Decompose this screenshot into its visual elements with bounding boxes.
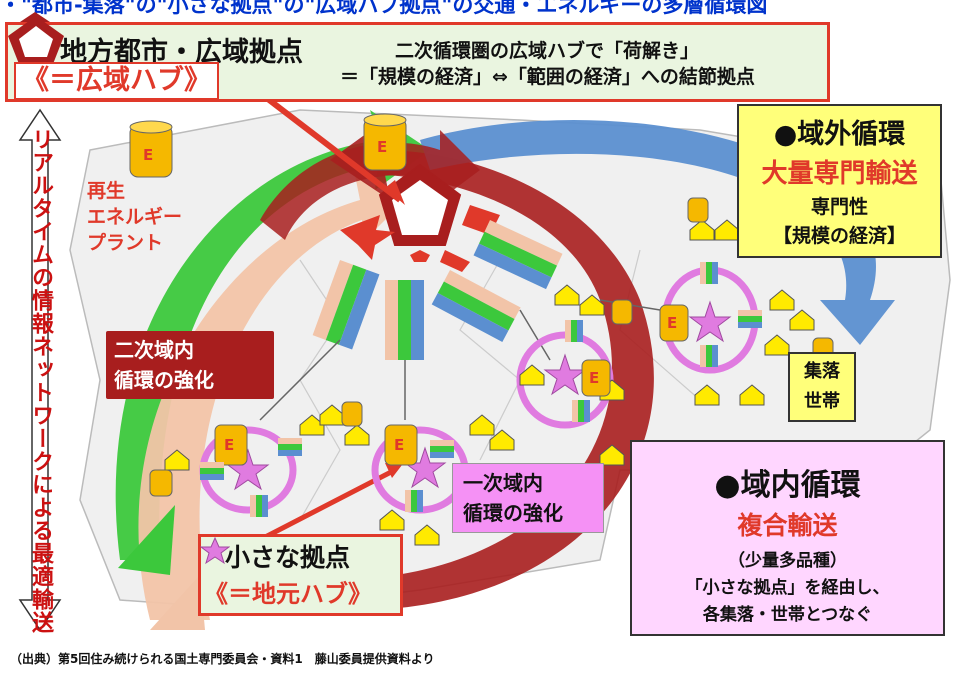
energy-tank-icon: E E E E E E [129, 113, 834, 497]
small-hub-box [198, 534, 403, 616]
plant-label-line: プラント [87, 232, 164, 254]
tank-e-label: E [667, 314, 677, 332]
plant-label-line: 再生 [87, 180, 126, 202]
tank-e-label: E [143, 146, 153, 164]
primary-circulation-label: 一次域内 循環の強化 [452, 463, 604, 533]
plant-label-line: エネルギー [87, 206, 183, 228]
small-hub-alias: 《＝地元ハブ》 [204, 580, 372, 608]
internal-cycle-heading: ●域内循環 [714, 468, 861, 503]
primary-label-line: 循環の強化 [463, 501, 563, 525]
source-citation: （出典）第5回住み続けられる国土専門委員会・資料1 藤山委員提供資料より [10, 652, 435, 666]
internal-cycle-description-line2: 各集落・世帯とつなぐ [702, 605, 873, 625]
tank-e-label: E [394, 436, 404, 454]
cargo-bar [385, 280, 424, 360]
internal-cycle-box: ●域内循環 複合輸送 （少量多品種） 「小さな拠点」を経由し、 各集落・世帯とつ… [630, 440, 945, 636]
red-arrow-in [340, 215, 395, 260]
hub-alias: 《＝広域ハブ》 [14, 62, 219, 100]
green-arrowhead [118, 505, 175, 575]
red-arrow-in [440, 250, 470, 272]
external-cycle-heading: ●域外循環 [773, 119, 906, 150]
internal-cycle-description-line1: 「小さな拠点」を経由し、 [685, 578, 890, 598]
village-label: 集落 世帯 [788, 352, 856, 422]
tank-e-label: E [589, 369, 599, 387]
hub-description-line1: 二次循環圏の広域ハブで「荷解き」 [395, 40, 700, 62]
peach-arrowhead [150, 575, 205, 630]
village-label-line: 集落 [804, 361, 840, 382]
tank-e-label: E [224, 436, 234, 454]
star-icon [200, 536, 230, 565]
hub-description-line2: ＝「規模の経済」⇔「範囲の経済」への結節拠点 [340, 66, 755, 88]
hub-pentagon-inner [392, 180, 448, 235]
small-cargo-bar [200, 262, 762, 517]
flow-arrow [519, 309, 551, 361]
primary-label-line: 一次域内 [463, 471, 543, 495]
internal-cycle-detail: （少量多品種） [728, 551, 847, 571]
dark-red-arrow [260, 130, 480, 240]
external-cycle-mode: 大量専門輸送 [761, 159, 918, 189]
red-arrow-in [410, 250, 430, 262]
pointer-arrowhead [385, 463, 402, 478]
secondary-label-line: 循環の強化 [114, 368, 214, 392]
secondary-label-line: 二次域内 [114, 338, 194, 362]
cargo-bar [312, 260, 380, 350]
village-label-line: 世帯 [804, 391, 840, 412]
small-hub-title: 小さな拠点 [225, 543, 351, 572]
internal-cycle-mode: 複合輸送 [737, 511, 838, 540]
info-network-arrow [18, 108, 62, 632]
info-network-label: リアルタイムの情報ネットワークによる最適輸送 [28, 128, 53, 634]
external-cycle-economy: 【規模の経済】 [772, 225, 906, 247]
external-cycle-feature: 専門性 [810, 196, 868, 218]
cargo-bar [473, 220, 563, 290]
external-cycle-box: ●域外循環 大量専門輸送 専門性 【規模の経済】 [737, 104, 942, 258]
cargo-bar [431, 270, 521, 342]
renewable-plant-label: 再生 エネルギー プラント [87, 178, 182, 256]
flow-arrow [259, 339, 341, 421]
hub-pentagon-icon [8, 16, 64, 64]
pointer-arrowhead [385, 180, 405, 205]
tank-e-label: E [377, 138, 387, 156]
page-title: ・"都市-集落"の"小さな拠点"の"広域ハブ拠点"の交通・エネルギーの多層循環図 [0, 0, 768, 17]
secondary-circulation-label: 二次域内 循環の強化 [106, 331, 274, 399]
